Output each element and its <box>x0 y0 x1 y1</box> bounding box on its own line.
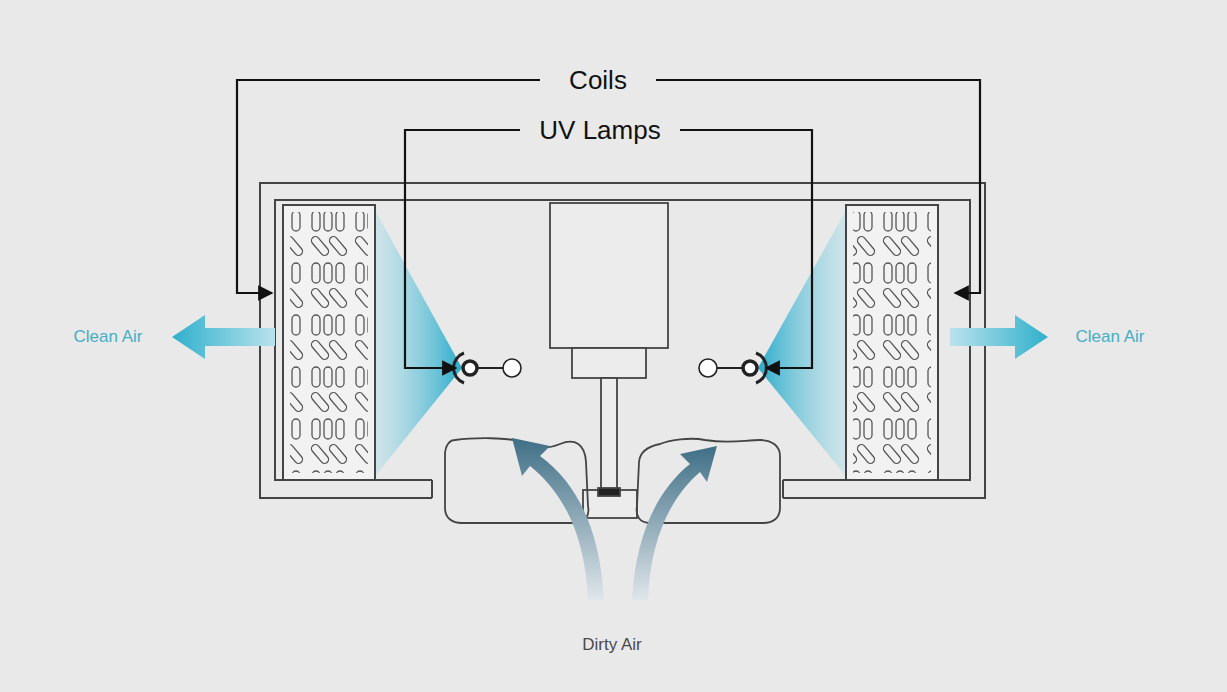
blower-wheel <box>445 438 780 523</box>
airflow-label: Dirty Air <box>582 636 642 655</box>
blower-motor <box>550 203 668 518</box>
part-label: UV Lamps <box>539 116 660 145</box>
part-label: Coils <box>569 66 627 95</box>
uv-light-cone <box>758 212 845 475</box>
airflow-label: Clean Air <box>74 328 143 347</box>
coil <box>283 205 375 480</box>
clean-air-arrow <box>172 315 1048 359</box>
housing <box>260 183 985 498</box>
uv-lamp <box>699 353 766 383</box>
coil <box>846 205 938 480</box>
airflow-label: Clean Air <box>1076 328 1145 347</box>
uv-lamp <box>454 353 521 383</box>
dirty-air-arrow <box>512 438 717 600</box>
leader-line <box>237 80 980 368</box>
uv-light-cone <box>376 212 462 475</box>
